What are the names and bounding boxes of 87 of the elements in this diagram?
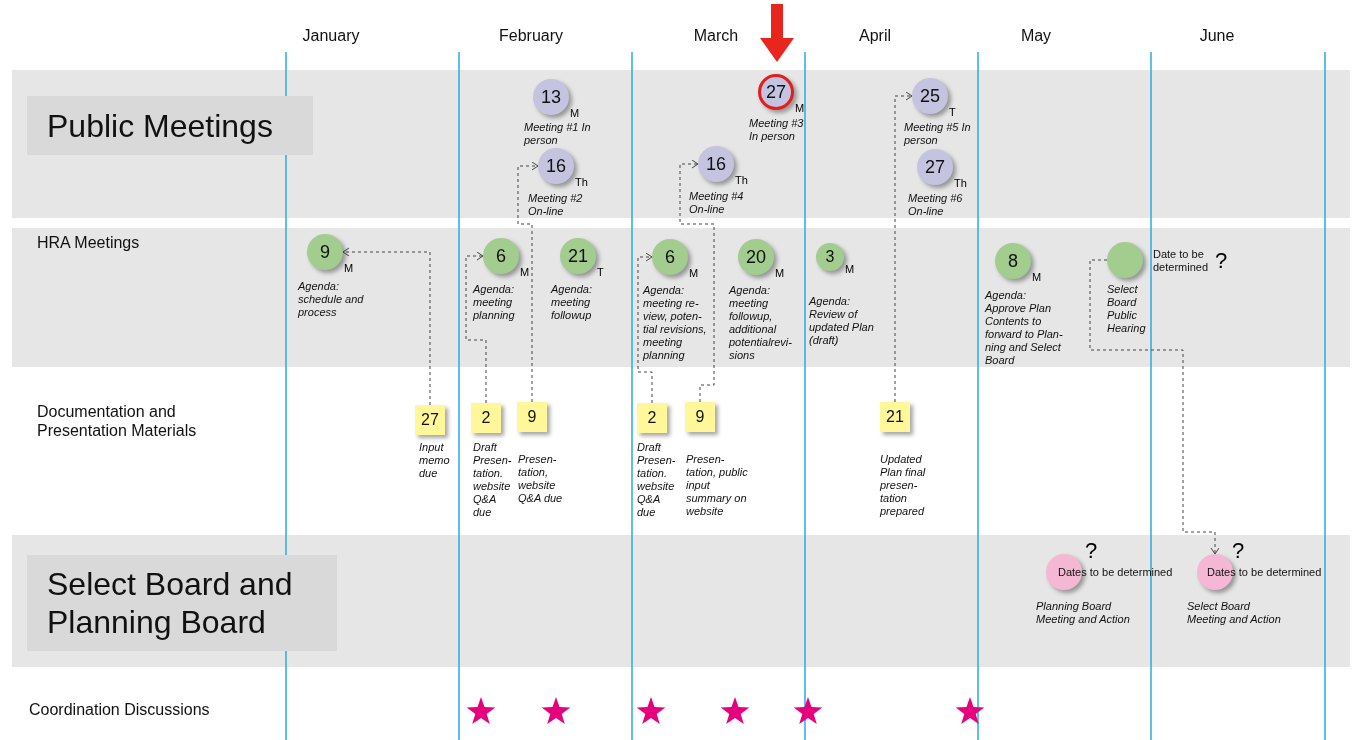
date-circle: 27 [758,74,794,110]
weekday-label: T [949,106,956,118]
month-label: April [859,26,891,45]
arrow [517,161,539,403]
month-label: June [1199,26,1235,45]
star-icon [793,696,823,726]
question-mark: ? [1232,540,1245,562]
row-band [12,228,1350,367]
weekday-label: Th [954,177,967,189]
date-circle: 9 [307,234,343,270]
event-note: Agenda: meeting followup [551,283,593,322]
event-note: Draft Presen- tation. website Q&A due [637,441,677,519]
date-note: 21 [880,402,910,432]
date-circle: 20 [738,239,774,275]
event-note: Presen- tation, website Q&A due [518,453,564,505]
weekday-label: M [775,267,785,279]
month-label: March [693,26,739,45]
date-circle [1107,242,1143,278]
date-circle: 13 [533,79,569,115]
date-circle: 25 [912,78,948,114]
row-title: Coordination Discussions [29,700,210,719]
month-label: January [302,26,360,45]
date-note: 2 [637,403,667,433]
weekday-label: M [689,267,699,279]
star-icon [720,696,750,726]
date-note: 27 [415,405,445,435]
event-note: Meeting #1 In person [524,121,592,147]
event-note: Meeting #3 In person [749,117,805,143]
weekday-label: Th [735,174,748,186]
arrow [1089,259,1220,555]
event-note: Agenda: schedule and process [298,280,365,319]
date-circle: 6 [652,239,688,275]
arrow [637,252,653,404]
event-note: Agenda: meeting re- view, poten- tial revisions, meeting planning [643,284,707,362]
event-note: Meeting #6 On-line [908,192,964,218]
star-icon [955,696,985,726]
arrow [465,251,487,404]
weekday-label: M [570,107,580,119]
arrow [894,91,913,403]
event-note: Meeting #4 On-line [689,190,745,216]
row-title: Select Board and Planning Board [27,555,337,651]
star-icon [466,696,496,726]
star-icon [636,696,666,726]
month-label: May [1020,26,1052,45]
note: Dates to be determined [1207,566,1322,579]
event-note: Agenda: meeting followup, additional potentialrevi- sions [729,284,793,362]
weekday-label: T [597,266,604,278]
date-circle: 21 [560,238,596,274]
event-note: Updated Plan final presen- tation prepared [880,453,927,518]
date-circle: 16 [538,148,574,184]
date-note: 2 [471,403,501,433]
row-title: HRA Meetings [37,234,140,252]
event-note: Select Board Meeting and Action [1187,600,1282,626]
event-note: Agenda: meeting planning [473,283,516,322]
event-note: Presen- tation, public input summary on website [686,453,749,518]
date-circle: 6 [483,238,519,274]
arrow [679,159,715,403]
event-note: Input memo due [419,441,451,480]
event-note: Meeting #5 In person [904,121,972,147]
row-band [12,70,1350,218]
weekday-label: M [845,263,855,275]
question-mark: ? [1215,250,1228,272]
date-note: 9 [685,402,715,432]
date-circle: 8 [995,243,1031,279]
weekday-label: M [520,266,530,278]
row-title: Documentation and Presentation Materials [37,402,198,440]
event-note: Agenda: Approve Plan Contents to forward to Plan- ning and Select Board [985,289,1064,367]
event-note: Meeting #2 On-line [528,192,584,218]
row-title: Public Meetings [27,96,313,155]
note: Date to be determined [1153,248,1210,274]
weekday-label: Th [575,176,588,188]
question-mark: ? [1085,540,1098,562]
weekday-label: M [344,262,354,274]
month-label: February [499,26,563,45]
event-note: Select Board Public Hearing [1107,283,1147,335]
row-band [12,535,1350,667]
event-note: Planning Board Meeting and Action [1036,600,1131,626]
weekday-label: M [795,102,805,114]
date-circle: 27 [917,149,953,185]
event-note: Agenda: Review of updated Plan (draft) [809,295,874,347]
arrow [342,247,431,406]
star-icon [541,696,571,726]
weekday-label: M [1032,271,1042,283]
date-note: 9 [517,402,547,432]
event-note: Draft Presen- tation. website Q&A due [473,441,513,519]
date-circle: 3 [816,243,844,271]
date-circle: 16 [698,146,734,182]
